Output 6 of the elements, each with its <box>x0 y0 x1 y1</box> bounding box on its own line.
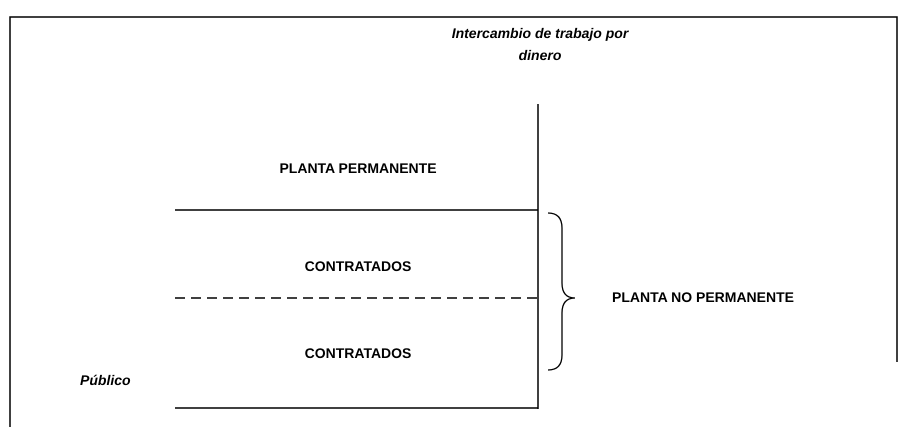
section-label: CONTRATADOS <box>304 345 412 361</box>
section-label: PLANTA PERMANENTE <box>279 160 437 176</box>
axis-title: Intercambio de trabajo por dinero <box>450 24 630 65</box>
corner-label: Público <box>80 372 131 388</box>
section-label: CONTRATADOS <box>304 258 412 274</box>
brace-label: PLANTA NO PERMANENTE <box>612 289 794 305</box>
